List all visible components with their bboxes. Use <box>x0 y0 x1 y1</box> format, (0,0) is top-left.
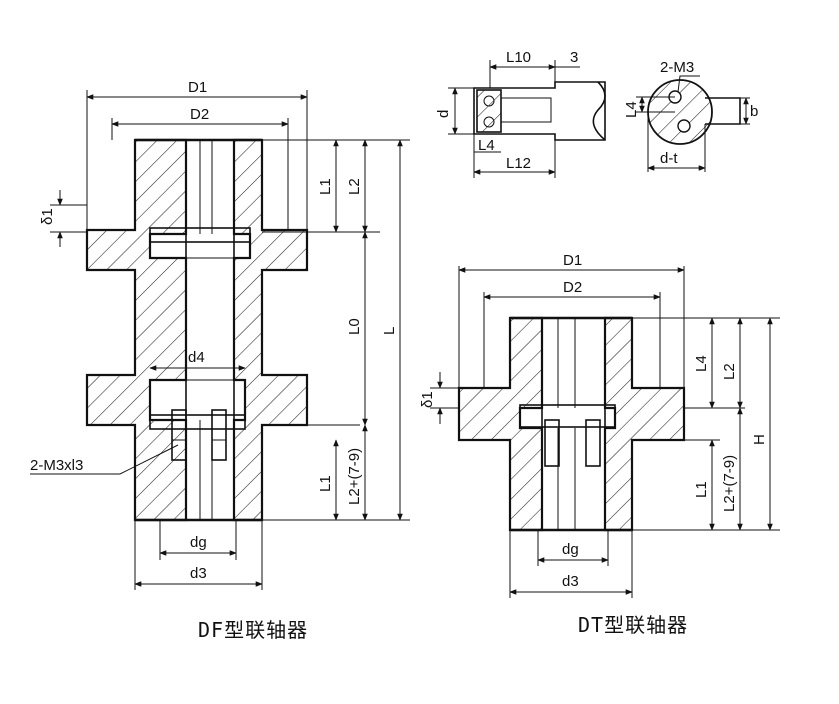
detail-label-M3: 2-M3 <box>660 59 694 76</box>
dt-label-D2: D2 <box>563 279 582 296</box>
df-label-dg: dg <box>190 534 207 551</box>
dt-label-L1: L1 <box>693 481 710 498</box>
df-label-L1-top: L1 <box>317 178 334 195</box>
detail-label-L10: L10 <box>506 49 531 66</box>
dt-label-L4: L4 <box>693 355 710 372</box>
df-label-L: L <box>381 327 398 335</box>
df-label-L2: L2 <box>346 178 363 195</box>
dt-caption: DT型联轴器 <box>578 613 688 637</box>
df-label-d4: d4 <box>188 349 205 366</box>
dt-label-L2: L2 <box>721 363 738 380</box>
detail-label-L4: L4 <box>478 137 495 154</box>
df-label-delta1: δ1 <box>39 208 56 225</box>
dt-body-left <box>457 316 544 532</box>
df-body-left <box>85 138 188 522</box>
detail-label-3: 3 <box>570 49 578 66</box>
detail-label-L4-end: L4 <box>623 101 640 118</box>
df-label-D2: D2 <box>190 106 209 123</box>
dt-coupling: D1 D2 δ1 L4 L2 H L1 L2+(7-9) dg d3 DT型联轴… <box>419 252 780 637</box>
detail-label-dt: d-t <box>660 150 678 167</box>
df-caption: DF型联轴器 <box>198 618 308 642</box>
df-label-d3: d3 <box>190 565 207 582</box>
detail-side-view: L10 3 d L4 L12 <box>435 49 606 178</box>
detail-label-b: b <box>750 103 758 120</box>
df-label-D1: D1 <box>188 79 207 96</box>
dt-label-L2plus: L2+(7-9) <box>721 455 738 512</box>
dt-label-D1: D1 <box>563 252 582 269</box>
dt-body-right <box>603 316 686 532</box>
df-body-right <box>232 138 309 522</box>
df-label-L2plus: L2+(7-9) <box>346 448 363 505</box>
dt-label-d3: d3 <box>562 573 579 590</box>
df-label-L1-bottom: L1 <box>317 475 334 492</box>
detail-label-L12: L12 <box>506 155 531 172</box>
dt-label-delta1: δ1 <box>419 391 436 408</box>
df-label-L0: L0 <box>346 318 363 335</box>
df-coupling: D1 D2 δ1 L1 L2 L0 L d4 2-M3xl3 L1 L2+(7-… <box>30 79 410 642</box>
detail-end-view: 2-M3 L4 b d-t <box>623 59 758 172</box>
detail-label-d: d <box>435 110 452 118</box>
dt-label-H: H <box>751 434 768 445</box>
dt-label-dg: dg <box>562 541 579 558</box>
df-label-M3xl3: 2-M3xl3 <box>30 457 83 474</box>
